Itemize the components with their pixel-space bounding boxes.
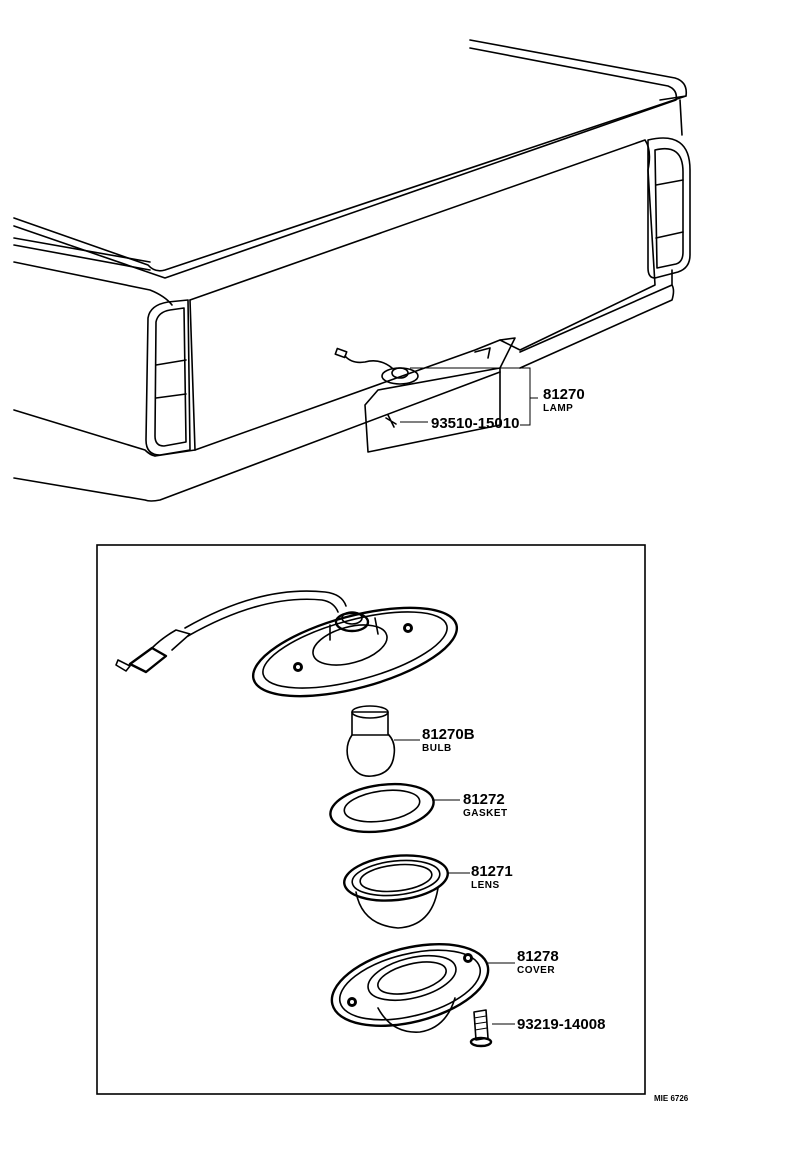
truck-rear-view [13,39,691,502]
screw-upper-part-number: 93510-15010 [431,415,519,432]
lens-part-name: LENS [471,880,500,891]
drawing-code: MIE 6726 [654,1094,689,1103]
lamp-part-name: LAMP [543,403,573,414]
screw-lower-part-number: 93219-14008 [517,1016,605,1033]
lens-part-number: 81271 [471,863,513,880]
screw-lower-part [469,1009,515,1048]
lens-part [343,854,470,929]
gasket-part [329,782,460,834]
bulb-part-name: BULB [422,743,452,754]
exploded-view-frame [96,544,646,1095]
gasket-part-name: GASKET [463,808,508,819]
cover-part [330,943,515,1033]
gasket-part-number: 81272 [463,791,505,808]
bulb-part [346,705,420,777]
bulb-part-number: 81270B [422,726,475,743]
cover-part-number: 81278 [517,948,559,965]
cover-part-name: COVER [517,965,555,976]
lamp-part-number: 81270 [543,386,585,403]
lamp-base-assembly [115,590,459,698]
